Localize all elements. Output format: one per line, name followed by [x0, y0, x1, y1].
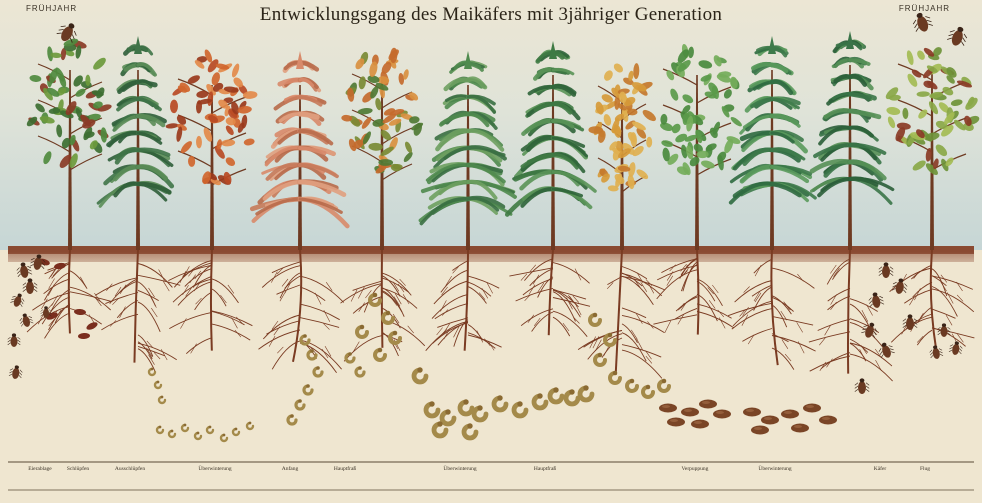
stage-label: Ausschlüpfen — [100, 466, 160, 473]
stage-label: Überwinterung — [185, 466, 245, 473]
underground-area — [0, 262, 982, 462]
pupa — [681, 408, 699, 417]
pupa — [781, 410, 799, 419]
stage-label: Schlüpfen — [48, 466, 108, 473]
stage-label: Anfang — [260, 466, 320, 473]
title-block: Entwicklungsgang des Maikäfers mit 3jähr… — [0, 4, 982, 26]
poster-title-suffix: mit 3jähriger Generation — [527, 4, 722, 25]
stage-label: Überwinterung — [745, 466, 805, 473]
stage-label: Verpuppung — [665, 466, 725, 473]
pupa — [667, 418, 685, 427]
pupa — [713, 410, 731, 419]
poster-title: Entwicklungsgang des Maikäfers — [260, 4, 522, 25]
stage-label: Überwinterung — [430, 466, 490, 473]
pupa — [761, 416, 779, 425]
pupa — [803, 404, 821, 413]
pupa — [699, 400, 717, 409]
stage-label: Flug — [895, 466, 955, 473]
pupa — [659, 404, 677, 413]
pupa — [819, 416, 837, 425]
pupa — [691, 420, 709, 429]
pupa — [743, 408, 761, 417]
stage-label: Hauptfraß — [315, 466, 375, 473]
pupa — [791, 424, 809, 433]
pupa — [751, 426, 769, 435]
stage-label: Hauptfraß — [515, 466, 575, 473]
